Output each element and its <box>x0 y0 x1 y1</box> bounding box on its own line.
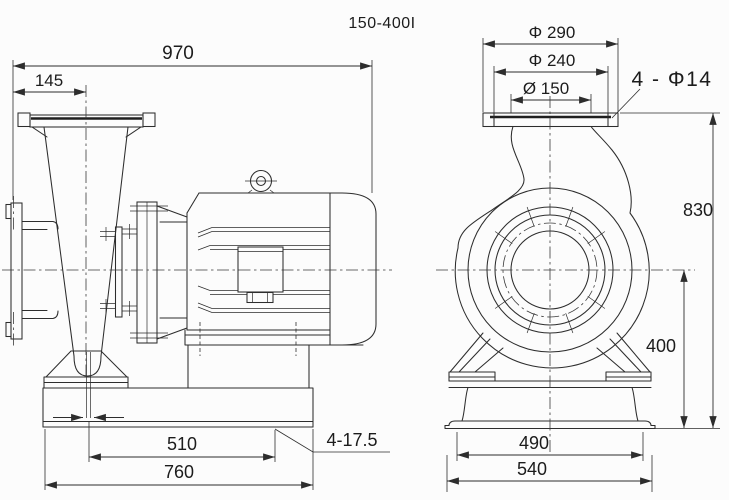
right-view-dimensions: Φ 290 Φ 240 Ø 150 4 - Φ14 830 400 490 54… <box>446 23 720 492</box>
discharge-cone <box>43 126 129 418</box>
drawing-title: 150-400I <box>348 15 415 32</box>
dim-text-flange-od: Φ 290 <box>529 23 576 42</box>
dim-text-540: 540 <box>517 459 547 479</box>
flange-bolt-ticks <box>494 206 606 334</box>
right-view: Φ 290 Φ 240 Ø 150 4 - Φ14 830 400 490 54… <box>436 23 720 492</box>
dim-text-490: 490 <box>519 433 549 453</box>
discharge-flange-end <box>482 112 619 128</box>
discharge-flange <box>17 112 156 138</box>
motor-pedestal <box>184 322 364 389</box>
left-view-dimensions: 970 145 510 760 4-17.5 <box>12 43 390 490</box>
bearing-bracket <box>100 201 188 344</box>
dim-text-760: 760 <box>164 462 194 482</box>
dim-text-flange-holes: 4 - Φ14 <box>632 68 713 91</box>
dim-text-bolt-circle: Φ 240 <box>529 51 576 70</box>
motor <box>186 169 377 346</box>
suction-flange <box>5 196 59 346</box>
dim-text-overall-length: 970 <box>162 43 194 64</box>
dim-text-145: 145 <box>35 71 63 90</box>
dim-text-400: 400 <box>646 336 676 356</box>
lifting-eye-icon <box>245 169 277 194</box>
volute-casing <box>454 125 650 369</box>
dim-text-830: 830 <box>683 200 713 220</box>
terminal-box <box>237 246 284 304</box>
left-view: 970 145 510 760 4-17.5 <box>2 43 392 490</box>
dim-text-510: 510 <box>167 434 197 454</box>
dim-text-bore: Ø 150 <box>523 79 569 98</box>
support-legs <box>448 332 652 382</box>
baseplate <box>42 387 314 428</box>
dim-text-anchor-holes: 4-17.5 <box>326 430 377 450</box>
